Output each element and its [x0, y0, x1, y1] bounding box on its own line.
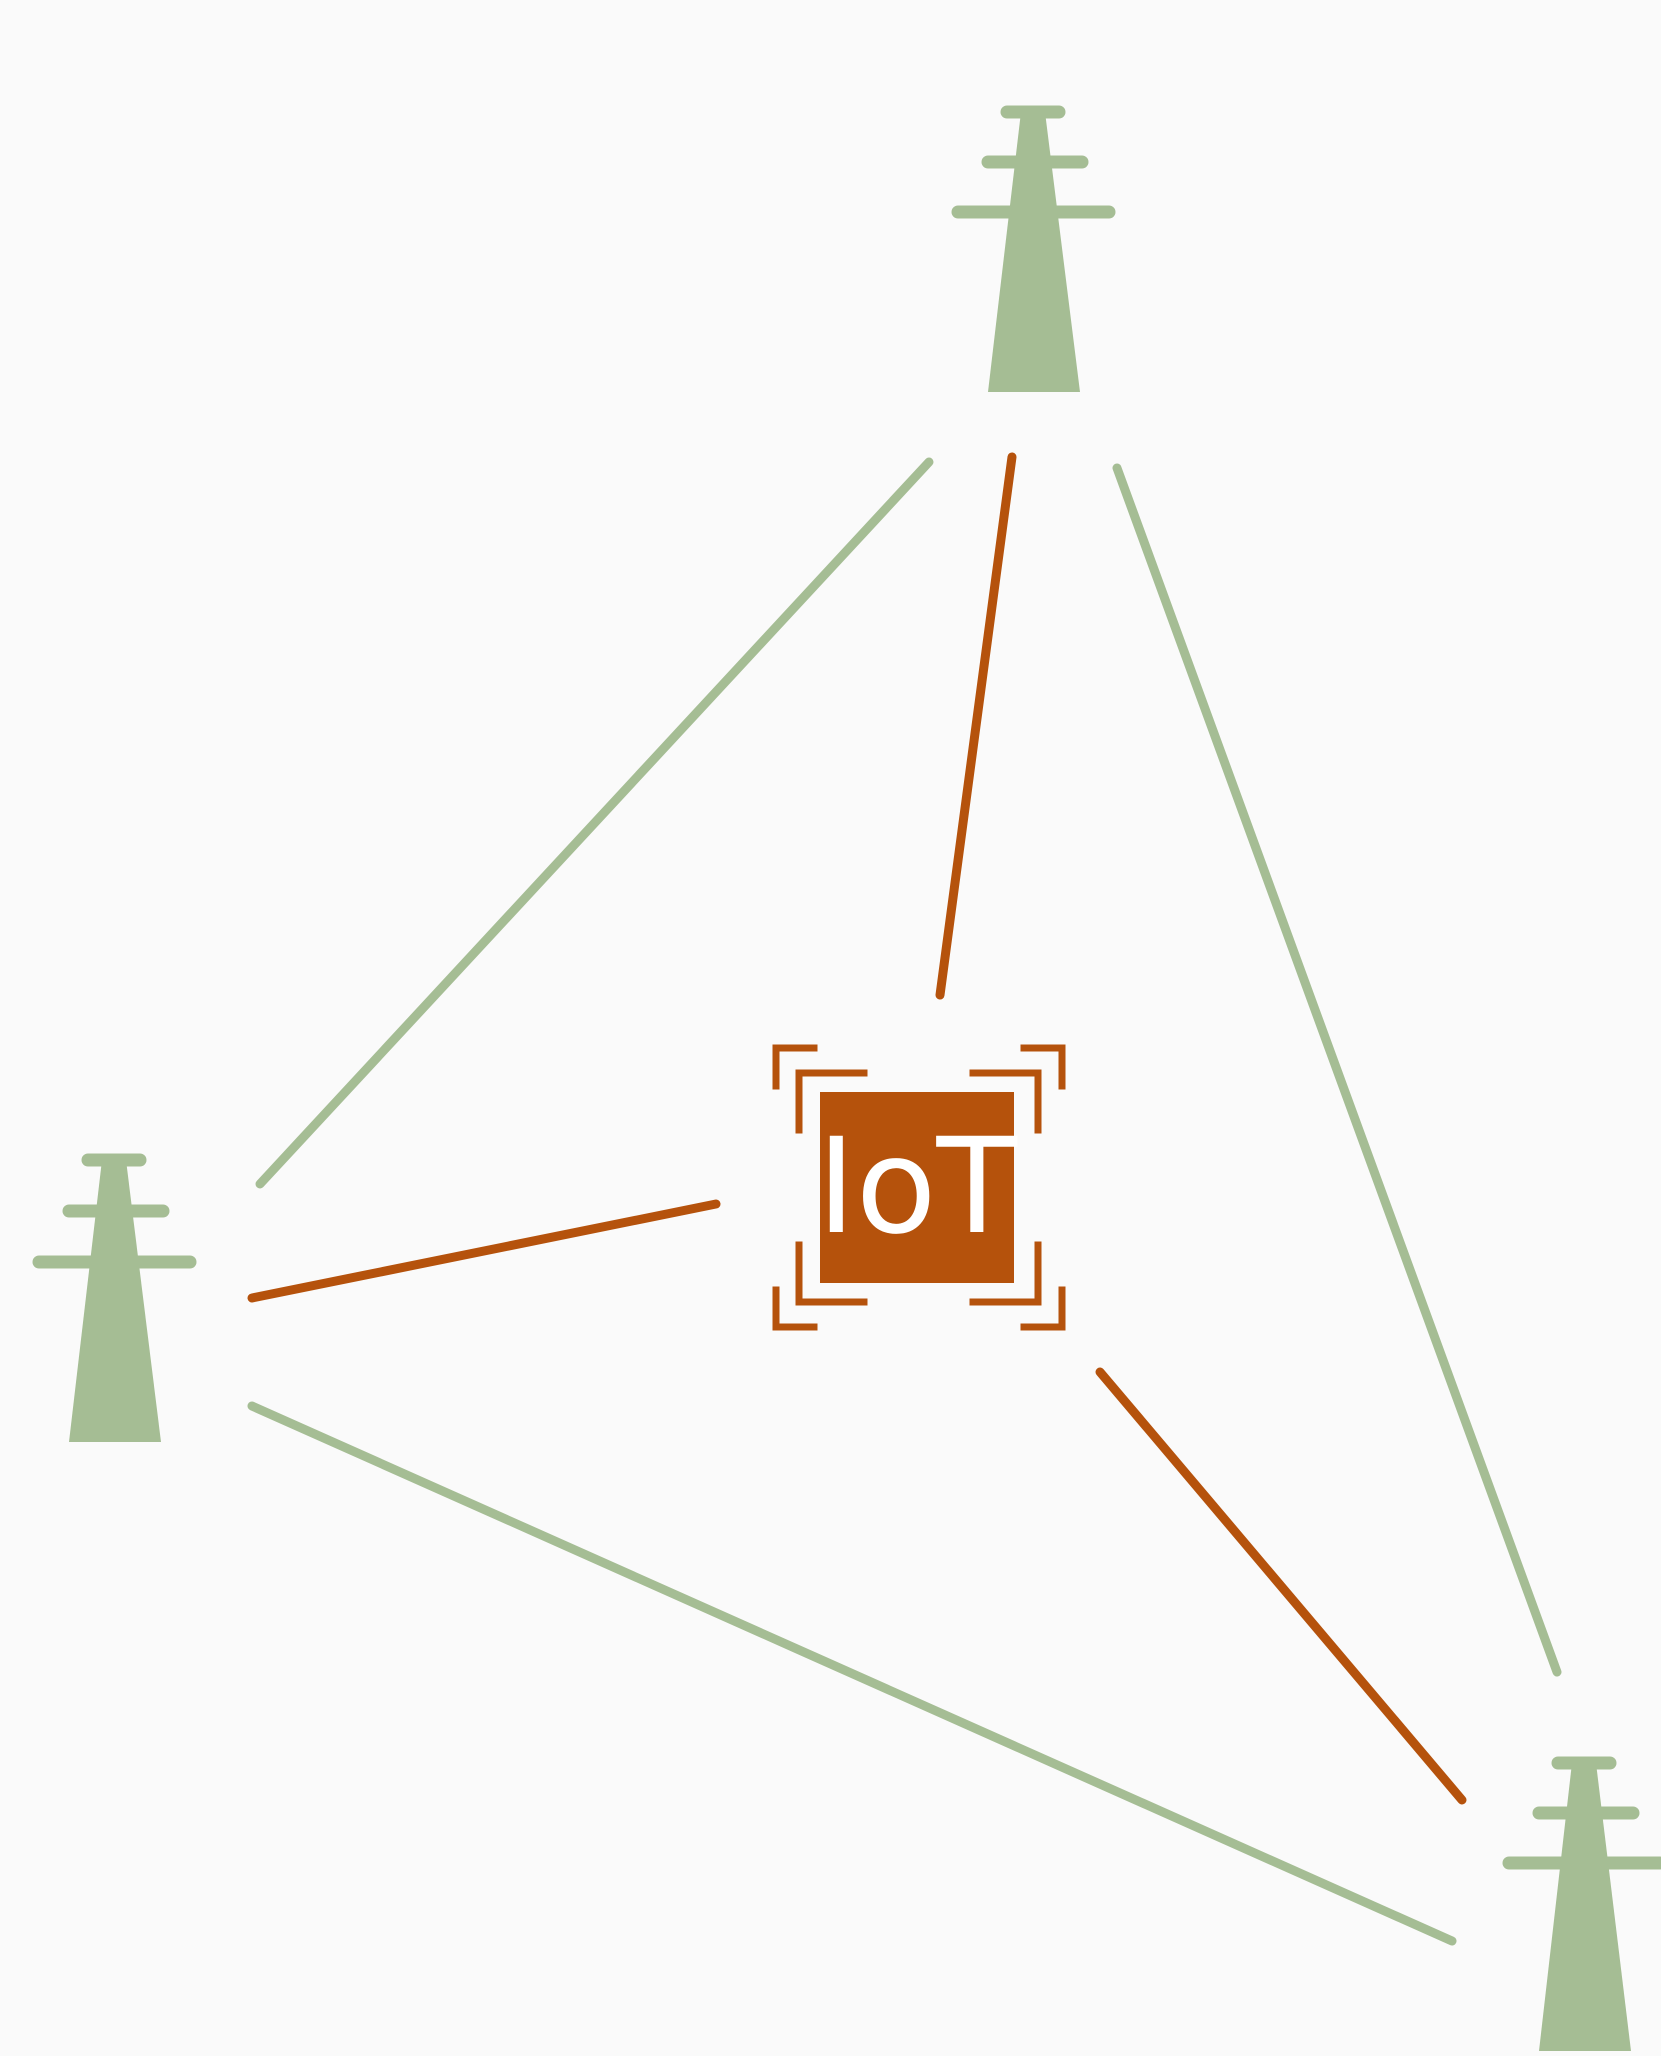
- transmission-tower-icon: [1502, 1756, 1661, 2051]
- iot-chip-body: [820, 1092, 1014, 1283]
- link-iot-to-tower-bottom-right: [1095, 1367, 1467, 1805]
- iot-links: [247, 452, 1467, 1805]
- transmission-tower-icon: [32, 1153, 197, 1442]
- mesh-links: [247, 457, 1562, 1946]
- link-iot-to-tower-top: [935, 452, 1017, 1000]
- iot-outer-brackets: [772, 1044, 1066, 1331]
- link-tower-left-to-tower-bottom-right: [247, 1401, 1457, 1946]
- link-tower-top-to-tower-left: [255, 457, 934, 1189]
- iot-inner-brackets: [795, 1069, 1042, 1306]
- iot-label: IoT: [817, 1110, 1019, 1264]
- link-iot-to-tower-left: [247, 1199, 721, 1303]
- link-tower-top-to-tower-bottom-right: [1112, 463, 1562, 1677]
- iot-chip-icon: IoT: [772, 1044, 1066, 1331]
- transmission-tower-icon: [951, 105, 1116, 392]
